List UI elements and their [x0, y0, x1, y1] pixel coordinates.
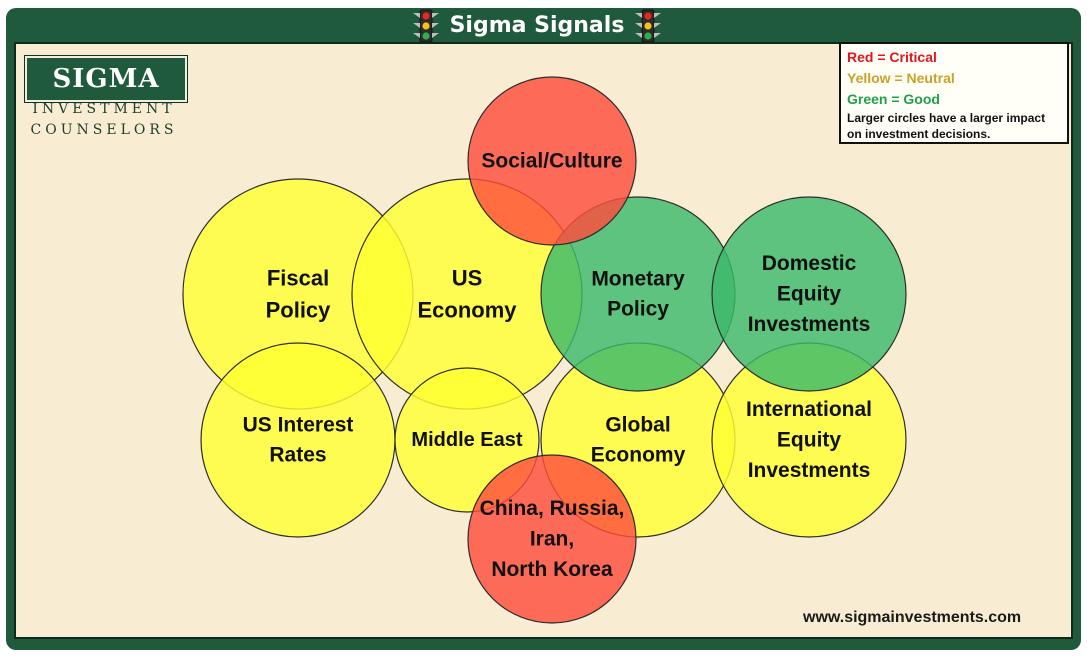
signal-label: Economy: [591, 444, 686, 467]
logo-line-counselors: COUNSELORS: [30, 122, 178, 138]
signal-label: Fiscal: [267, 266, 329, 291]
signal-social-culture: Social/Culture: [467, 76, 637, 246]
signal-label: Domestic: [762, 252, 857, 275]
signal-label: Social/Culture: [481, 150, 622, 173]
signal-china-russia-iran-nk: China, Russia, Iran, North Korea: [467, 454, 637, 624]
signal-label: Investments: [748, 313, 871, 336]
signal-label: Monetary: [591, 267, 685, 290]
traffic-light-icon: [635, 9, 661, 43]
signal-label: North Korea: [491, 558, 613, 581]
logo: SIGMA: [24, 55, 188, 103]
signal-label: Middle East: [411, 429, 522, 451]
signal-label: Iran,: [530, 528, 574, 551]
page-title: Sigma Signals: [449, 13, 625, 38]
signal-label: China, Russia,: [480, 497, 625, 520]
signal-circle-neutral: [200, 342, 396, 538]
signal-circle-good: [711, 196, 907, 392]
legend-item-good: Green = Good: [847, 91, 940, 107]
signal-label: Investments: [748, 459, 871, 482]
logo-name: SIGMA: [52, 64, 160, 94]
traffic-light-icon: [413, 9, 439, 43]
website-link[interactable]: www.sigmainvestments.com: [803, 609, 1022, 626]
signal-label: Economy: [417, 297, 517, 322]
signal-label: Rates: [269, 444, 326, 467]
signal-circle-critical: [467, 454, 637, 624]
signal-label: International: [746, 398, 872, 421]
signal-label: Global: [605, 413, 670, 436]
legend-item-critical: Red = Critical: [847, 49, 937, 65]
signal-label: Equity: [777, 283, 841, 306]
legend: Red = Critical Yellow = Neutral Green = …: [839, 42, 1069, 144]
legend-item-neutral: Yellow = Neutral: [847, 70, 955, 86]
signal-label: Equity: [777, 429, 841, 452]
signal-label: US: [452, 266, 483, 291]
logo-line-investment: INVESTMENT: [32, 101, 176, 117]
signal-label: Policy: [266, 297, 332, 322]
signal-label: US Interest: [243, 413, 354, 436]
signal-label: Policy: [607, 298, 669, 321]
legend-note: Larger circles have a larger impact on i…: [847, 111, 1046, 141]
signal-circle-critical: [467, 76, 637, 246]
title-tab: [408, 9, 664, 43]
